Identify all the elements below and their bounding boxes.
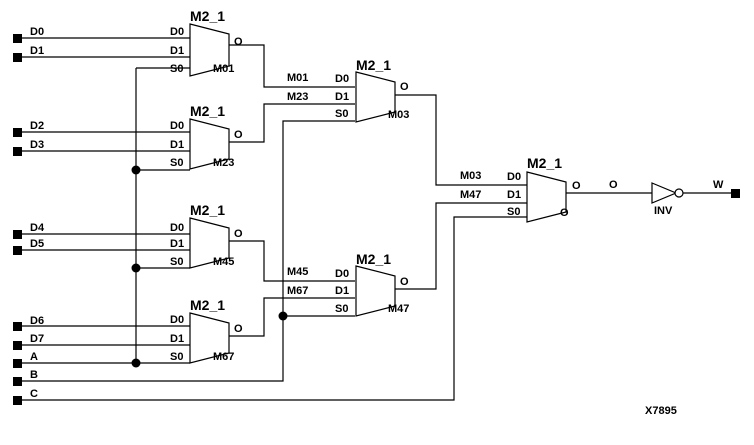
junction-a-m23	[131, 165, 141, 175]
label-c: C	[30, 388, 38, 400]
mux-title: M2_1	[190, 103, 225, 119]
label-d2: D2	[30, 120, 44, 132]
inverter-bubble	[674, 188, 684, 198]
port-d7	[13, 341, 22, 350]
net-m01: M01	[287, 72, 308, 84]
port-d0	[13, 34, 22, 43]
pin-o: O	[234, 129, 243, 141]
net-m47: M47	[460, 189, 481, 201]
label-d7: D7	[30, 333, 44, 345]
junction-a-m67	[131, 358, 141, 368]
pin-d1: D1	[170, 333, 184, 345]
inverter: INV	[651, 182, 684, 217]
mux-m67: M2_1 D0 D1 S0 O M67	[170, 297, 243, 364]
pin-s0: S0	[170, 157, 183, 169]
pin-d0: D0	[170, 314, 184, 326]
pin-d1: D1	[507, 189, 521, 201]
net-m67: M67	[287, 285, 308, 297]
net-m03: M03	[460, 170, 481, 182]
pin-d0: D0	[335, 73, 349, 85]
mux-title: M2_1	[356, 57, 391, 73]
pin-o: O	[400, 81, 409, 93]
net-o: O	[609, 179, 618, 191]
mux-m03: M2_1 D0 D1 S0 O M03 M01 M23	[287, 57, 409, 123]
pin-d0: D0	[170, 222, 184, 234]
pin-d1: D1	[170, 238, 184, 250]
pin-d0: D0	[170, 26, 184, 38]
mux-title: M2_1	[356, 251, 391, 267]
mux-m47: M2_1 D0 D1 S0 O M47 M45 M67	[287, 251, 409, 317]
instance-name: M45	[213, 256, 234, 268]
instance-name: M47	[388, 303, 409, 315]
pin-s0: S0	[335, 108, 348, 120]
input-labels: D0 D1 D2 D3 D4 D5 D6 D7 A B C	[30, 26, 45, 400]
port-d1	[13, 53, 22, 62]
label-w: W	[713, 179, 724, 191]
label-d3: D3	[30, 139, 44, 151]
pin-s0: S0	[170, 256, 183, 268]
pin-d0: D0	[335, 268, 349, 280]
mux-title: M2_1	[527, 155, 562, 171]
port-c	[13, 396, 22, 405]
pin-s0: S0	[170, 63, 183, 75]
pin-d1: D1	[170, 139, 184, 151]
pin-o-lower: O	[560, 207, 569, 219]
net-m23: M23	[287, 91, 308, 103]
pin-d0: D0	[507, 171, 521, 183]
label-b: B	[30, 369, 38, 381]
junction-dots	[131, 165, 288, 368]
pin-o: O	[572, 180, 581, 192]
port-d2	[13, 128, 22, 137]
net-m45: M45	[287, 266, 308, 278]
figure-id: X7895	[645, 405, 677, 417]
pin-o: O	[400, 276, 409, 288]
port-d5	[13, 246, 22, 255]
port-d4	[13, 230, 22, 239]
port-d3	[13, 147, 22, 156]
port-d6	[13, 322, 22, 331]
pin-d0: D0	[170, 120, 184, 132]
mux-final: M2_1 D0 D1 S0 O O M03 M47 O	[460, 155, 618, 223]
junction-b-m47	[278, 311, 288, 321]
port-w	[731, 189, 740, 198]
pin-o: O	[234, 323, 243, 335]
instance-name: M67	[213, 351, 234, 363]
pin-d1: D1	[335, 91, 349, 103]
label-d0: D0	[30, 26, 44, 38]
port-a	[13, 359, 22, 368]
pin-s0: S0	[170, 351, 183, 363]
pin-o: O	[234, 36, 243, 48]
instance-name: M01	[213, 63, 234, 75]
input-ports	[13, 34, 22, 405]
label-a: A	[30, 351, 38, 363]
pin-s0: S0	[335, 303, 348, 315]
pin-o: O	[234, 228, 243, 240]
pin-d1: D1	[170, 45, 184, 57]
instance-name: M23	[213, 157, 234, 169]
mux-m23: M2_1 D0 D1 S0 O M23	[170, 103, 243, 170]
output-port-group: W	[713, 179, 740, 198]
label-d1: D1	[30, 45, 44, 57]
inverter-label: INV	[654, 205, 673, 217]
pin-d1: D1	[335, 285, 349, 297]
mux-title: M2_1	[190, 202, 225, 218]
label-d5: D5	[30, 238, 44, 250]
mux-m45: M2_1 D0 D1 S0 O M45	[170, 202, 243, 269]
pin-s0: S0	[507, 206, 520, 218]
mux-m01: M2_1 D0 D1 S0 O M01	[170, 8, 243, 77]
port-b	[13, 377, 22, 386]
wires	[22, 37, 731, 401]
junction-a-m45	[131, 263, 141, 273]
instance-name: M03	[388, 109, 409, 121]
mux-title: M2_1	[190, 297, 225, 313]
label-d4: D4	[30, 222, 45, 234]
label-d6: D6	[30, 315, 44, 327]
mux-title: M2_1	[190, 8, 225, 24]
